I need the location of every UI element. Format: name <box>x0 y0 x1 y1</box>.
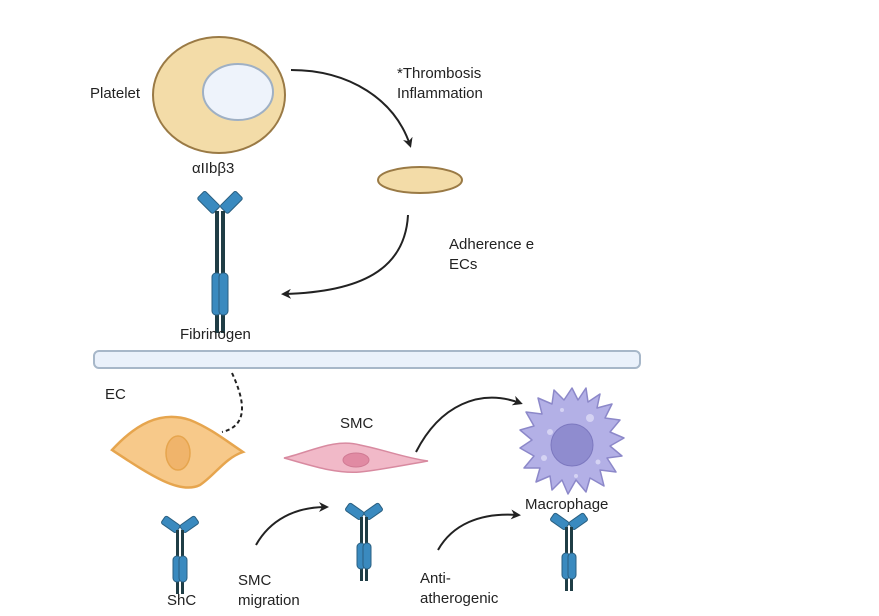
smc-migration-label-line2: migration <box>238 592 300 609</box>
smc-migration-label-line1: SMC <box>238 572 272 589</box>
smooth-muscle-cell <box>283 442 429 474</box>
arrow-smc-migration <box>255 502 329 546</box>
anti-atherogenic-label-line1: Anti- <box>420 570 451 587</box>
arrow-thrombosis <box>290 69 413 148</box>
activated-platelet <box>377 166 463 194</box>
shc-label: ShC <box>167 592 196 609</box>
adherence-label-line2: ECs <box>449 256 477 273</box>
dashed-connector <box>221 372 243 433</box>
platelet-label: Platelet <box>90 85 141 102</box>
adherence-label-line1: Adherence e <box>449 236 534 253</box>
thrombosis-label: *Thrombosis <box>397 65 481 82</box>
vessel-wall <box>93 350 641 369</box>
smc-label: SMC <box>340 415 374 432</box>
macrophage-label: Macrophage <box>525 496 608 513</box>
platelet-cell <box>152 36 286 154</box>
fibrinogen-receptor-icon <box>197 191 243 333</box>
arrow-anti-atherogenic <box>437 509 521 551</box>
macrophage-cell <box>519 387 625 495</box>
anti-atherogenic-label-line2: atherogenic <box>420 590 499 607</box>
ec-label: EC <box>105 386 126 403</box>
shc-receptor-icon <box>161 515 199 594</box>
macrophage-receptor-icon <box>550 512 588 591</box>
inflammation-label: Inflammation <box>397 85 483 102</box>
arrow-adherence <box>281 214 409 299</box>
smc-receptor-icon <box>345 502 383 581</box>
arrow-smc-macrophage <box>415 395 523 453</box>
fibrinogen-label: Fibrinogen <box>180 326 251 343</box>
endothelial-cell <box>110 415 246 489</box>
integrin-label: αIIbβ3 <box>192 160 234 177</box>
platelet-nucleus <box>202 63 274 121</box>
